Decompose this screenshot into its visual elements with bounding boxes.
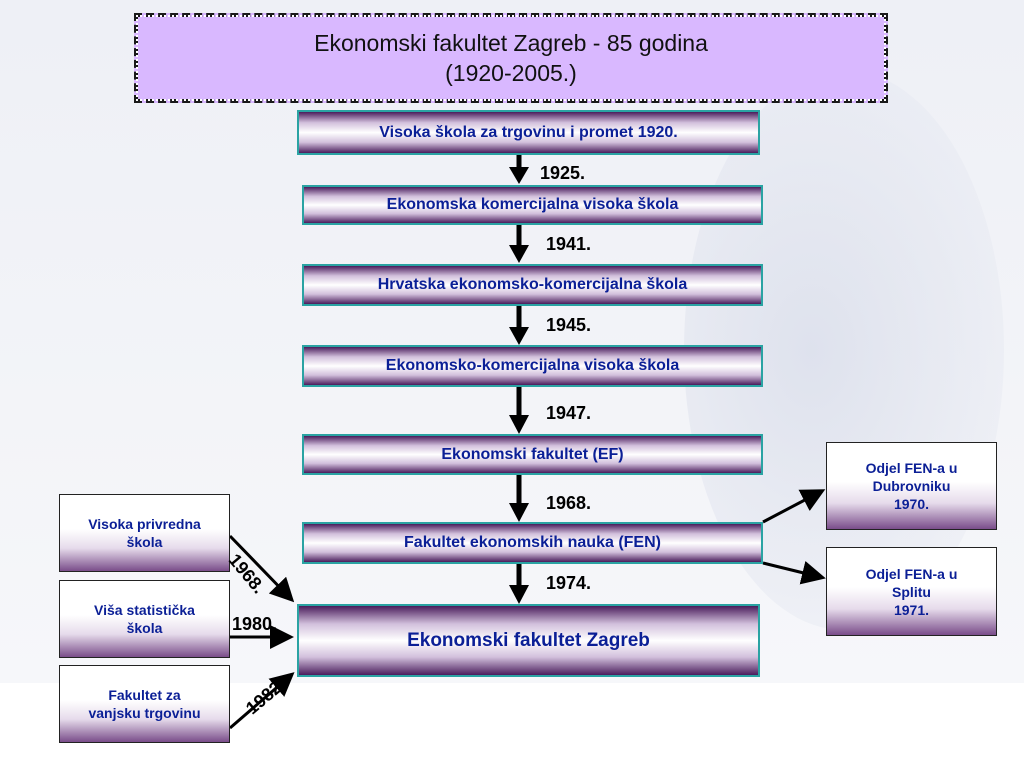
node-label: Ekonomska komercijalna visoka škola (386, 196, 679, 213)
merge-year-1980: 1980. (232, 614, 278, 634)
branch-line1: Odjel FEN-a u (865, 565, 958, 582)
merge-arrow-1968 (228, 534, 295, 603)
source-label-line2: škola (126, 534, 163, 550)
source-label-line1: Fakultet za (108, 687, 181, 703)
branch-line3: 1970. (893, 496, 930, 512)
branch-line1: Odjel FEN-a u (865, 460, 958, 476)
diagram-title: Ekonomski fakultet Zagreb - 85 godina (1… (134, 13, 888, 103)
merge-arrow-1982 (229, 672, 295, 730)
node-ekonomski-fakultet-ef: Ekonomski fakultet (EF) (302, 434, 763, 475)
node-label: Visoka škola za trgovinu i promet 1920. (379, 123, 678, 141)
branch-arrow-split (762, 561, 826, 585)
node-ekonomsko-komercijalna-visoka-skola: Ekonomsko-komercijalna visoka škola (302, 345, 763, 387)
vertical-arrow-1941 (509, 224, 529, 263)
branch-odjel-dubrovnik: Odjel FEN-a u Dubrovniku 1970. (826, 442, 997, 530)
node-label: Ekonomski fakultet Zagreb (407, 629, 650, 651)
source-visoka-privredna-skola: Visoka privredna škola (59, 494, 230, 572)
node-hrvatska-ekonomsko-komercijalna-skola: Hrvatska ekonomsko-komercijalna škola (302, 264, 763, 306)
source-fakultet-za-vanjsku-trgovinu: Fakultet za vanjsku trgovinu (59, 665, 230, 743)
branch-line2: Dubrovniku (872, 478, 951, 494)
node-ekonomska-komercijalna-visoka-skola: Ekonomska komercijalna visoka škola (302, 185, 763, 225)
year-label-1925: 1925. (540, 163, 586, 183)
source-visa-statisticka-skola: Viša statistička škola (59, 580, 230, 658)
source-label-line1: Viša statistička (94, 602, 195, 618)
source-label-line2: vanjsku trgovinu (88, 705, 201, 721)
branch-arrow-dubrovnik (762, 489, 826, 524)
node-label: Ekonomski fakultet (EF) (441, 445, 624, 463)
source-label-line1: Visoka privredna (88, 516, 201, 532)
branch-line3: 1971. (893, 601, 930, 618)
year-label-1947: 1947. (546, 403, 592, 423)
node-label: Fakultet ekonomskih nauka (FEN) (404, 534, 661, 551)
vertical-arrow-1945 (509, 305, 529, 345)
year-label-1968: 1968. (546, 493, 592, 513)
vertical-arrow-1974 (509, 563, 529, 604)
source-label-line2: škola (126, 620, 163, 636)
year-label-1974: 1974. (546, 573, 592, 593)
node-visoka-skola-za-trgovinu: Visoka škola za trgovinu i promet 1920. (297, 110, 760, 155)
node-fakultet-ekonomskih-nauka: Fakultet ekonomskih nauka (FEN) (302, 522, 763, 564)
year-label-1941: 1941. (546, 234, 592, 254)
title-line-2: (1920-2005.) (445, 60, 577, 86)
branch-odjel-split: Odjel FEN-a u Splitu 1971. (826, 547, 997, 636)
node-label: Ekonomsko-komercijalna visoka škola (385, 357, 680, 374)
vertical-arrow-1968 (509, 474, 529, 522)
vertical-arrow-1947 (509, 386, 529, 434)
branch-line2: Splitu (892, 583, 931, 600)
node-label: Hrvatska ekonomsko-komercijalna škola (377, 276, 688, 293)
year-label-1945: 1945. (546, 315, 592, 335)
title-line-1: Ekonomski fakultet Zagreb - 85 godina (314, 30, 708, 56)
node-ekonomski-fakultet-zagreb: Ekonomski fakultet Zagreb (297, 604, 760, 677)
